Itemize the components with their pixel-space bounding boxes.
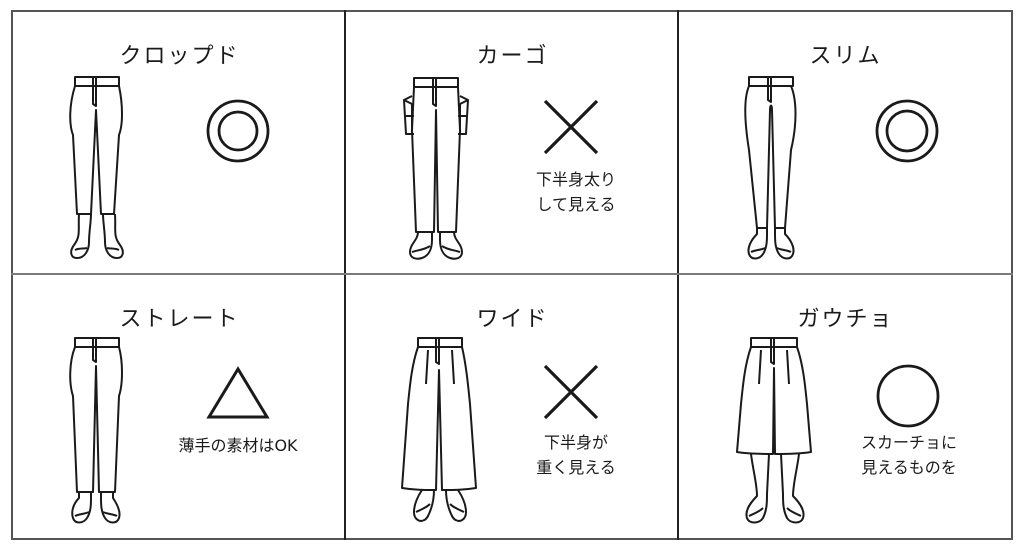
- cell-title: スリム: [809, 44, 882, 69]
- cell-gaucho: ガウチョ スカーチョに 見えるものを: [679, 275, 1012, 538]
- cell-note: 薄手の素材はOK: [158, 433, 318, 458]
- cell-straight: ストレート 薄手の素材はOK: [13, 275, 346, 538]
- cropped-pants-icon: [69, 76, 124, 259]
- note-line: スカーチョに: [860, 433, 957, 452]
- cell-note: スカーチョに 見えるものを: [829, 430, 989, 480]
- note-line: して見える: [536, 195, 616, 214]
- cell-cropped: クロップド: [13, 12, 346, 275]
- note-line: 重く見える: [536, 458, 616, 477]
- cell-note: 下半身が 重く見える: [496, 430, 656, 480]
- note-line: 下半身が: [543, 433, 608, 452]
- cell-title: クロップド: [119, 44, 240, 69]
- cell-cargo: カーゴ 下半身太り して見える: [346, 12, 679, 275]
- wide-pants-icon: [401, 337, 477, 522]
- cargo-pants-icon: [403, 77, 469, 260]
- grid-divider-vertical-2: [677, 10, 679, 540]
- chart-grid: [11, 10, 1013, 540]
- cell-title: ストレート: [119, 307, 240, 332]
- cross-icon: [543, 99, 599, 155]
- circle-icon: [876, 364, 940, 428]
- slim-pants-icon: [744, 76, 797, 260]
- note-line: 下半身太り: [535, 170, 616, 189]
- note-line: 見えるものを: [861, 458, 957, 477]
- gaucho-pants-icon: [736, 337, 812, 524]
- cell-note: 下半身太り して見える: [496, 167, 656, 217]
- cell-title: カーゴ: [476, 44, 549, 69]
- straight-pants-icon: [69, 337, 123, 524]
- cross-icon: [543, 364, 599, 420]
- grid-divider-vertical-1: [344, 10, 346, 540]
- cell-wide: ワイド 下半身が 重く見える: [346, 275, 679, 538]
- triangle-icon: [206, 366, 270, 419]
- cell-slim: スリム: [679, 12, 1012, 275]
- note-line: 薄手の素材はOK: [178, 436, 298, 455]
- cell-title: ワイド: [476, 307, 549, 332]
- grid-divider-horizontal: [11, 273, 1013, 275]
- double-circle-icon: [206, 99, 270, 163]
- double-circle-icon: [875, 99, 939, 163]
- cell-title: ガウチョ: [797, 307, 894, 332]
